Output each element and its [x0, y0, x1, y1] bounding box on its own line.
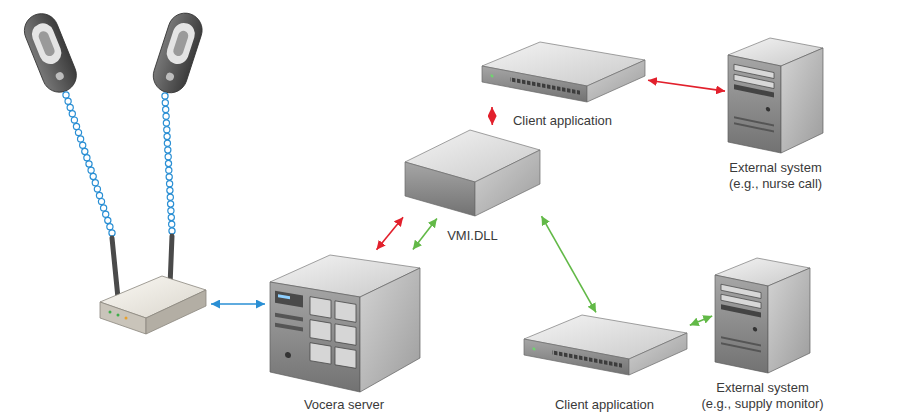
device-label: Client application	[512, 113, 613, 129]
chain-ring	[164, 140, 170, 146]
chain-ring	[69, 111, 75, 117]
chain-ring	[169, 228, 175, 234]
server-icon	[270, 255, 420, 392]
device-node: Client application	[522, 315, 687, 377]
chain-ring	[167, 187, 173, 193]
badge-icon	[149, 9, 207, 97]
tower-icon	[728, 38, 823, 153]
chain-ring	[163, 113, 169, 119]
chain-ring	[78, 136, 84, 142]
chain-ring	[94, 186, 100, 192]
chain-ring	[162, 93, 168, 99]
data-connector	[542, 216, 597, 312]
device-node: External system (e.g., nurse call)	[728, 38, 823, 153]
device-node: Vocera server	[268, 252, 420, 392]
badge-icon	[19, 9, 81, 98]
chain-ring	[165, 160, 171, 166]
chain-ring	[86, 161, 92, 167]
device-label: External system (e.g., nurse call)	[727, 160, 825, 192]
chain-ring	[82, 148, 88, 154]
chain-ring	[167, 194, 173, 200]
chain-ring	[75, 130, 81, 136]
chain-ring	[164, 127, 170, 133]
wireless-link	[63, 92, 175, 236]
data-connector	[377, 217, 404, 250]
chain-ring	[168, 208, 174, 214]
chain-ring	[162, 100, 168, 106]
chain-ring	[168, 201, 174, 207]
chain-ring	[107, 224, 113, 230]
data-connector	[648, 80, 725, 91]
access-point-icon	[100, 236, 206, 334]
device-label: Client application	[554, 397, 655, 413]
data-connector	[413, 218, 437, 249]
chain-ring	[63, 92, 69, 98]
chain-ring	[165, 154, 171, 160]
data-connector	[491, 107, 493, 125]
chain-ring	[163, 106, 169, 112]
chain-ring	[71, 117, 77, 123]
chain-ring	[105, 217, 111, 223]
network-link	[211, 303, 265, 305]
chain-ring	[98, 199, 104, 205]
chain-ring	[165, 147, 171, 153]
chain-ring	[90, 173, 96, 179]
chain-ring	[65, 98, 71, 104]
switch-icon	[524, 315, 687, 375]
chain-ring	[80, 142, 86, 148]
chain-ring	[84, 155, 90, 161]
chain-ring	[92, 180, 98, 186]
chain-ring	[73, 123, 79, 129]
device-node: Client application	[480, 42, 645, 104]
chain-ring	[109, 230, 115, 236]
data-connector	[690, 316, 712, 325]
device-node: VMI.DLL	[405, 128, 540, 216]
chain-ring	[166, 167, 172, 173]
chain-ring	[169, 221, 175, 227]
tower-icon	[715, 258, 810, 373]
chain-ring	[101, 205, 107, 211]
chain-ring	[88, 167, 94, 173]
chain-ring	[103, 211, 109, 217]
chain-ring	[96, 192, 102, 198]
chain-ring	[168, 214, 174, 220]
chain-ring	[166, 174, 172, 180]
device-label: Vocera server	[303, 397, 385, 413]
chain-ring	[167, 181, 173, 187]
device-node: External system (e.g., supply monitor)	[715, 258, 810, 376]
chain-ring	[163, 120, 169, 126]
chain-ring	[67, 104, 73, 110]
device-label: External system (e.g., supply monitor)	[699, 380, 826, 412]
interface-box-icon	[405, 130, 540, 216]
switch-icon	[482, 42, 645, 102]
device-label: VMI.DLL	[446, 228, 499, 244]
chain-ring	[164, 133, 170, 139]
